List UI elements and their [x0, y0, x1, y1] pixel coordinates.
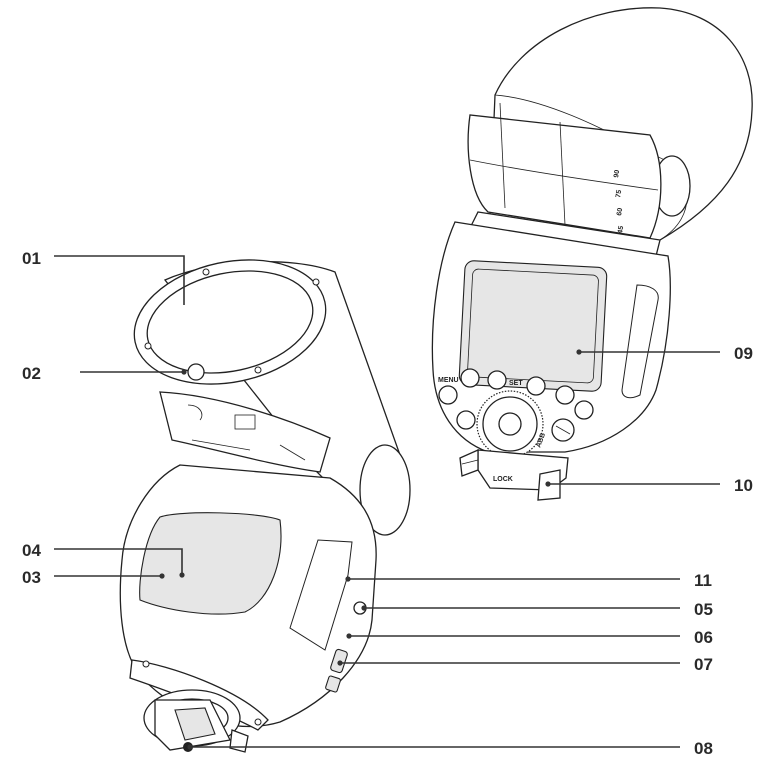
svg-text:08: 08 — [694, 739, 713, 758]
svg-text:75: 75 — [615, 189, 623, 198]
tilt-angle-scale: 90 75 60 45 — [613, 169, 625, 234]
focus-assist-led — [187, 363, 205, 381]
callout-09: 09 — [576, 344, 753, 363]
front-lens — [146, 270, 314, 374]
svg-text:03: 03 — [22, 568, 41, 587]
svg-text:01: 01 — [22, 249, 41, 268]
menu-label: MENU — [438, 377, 459, 384]
function-button-5[interactable] — [574, 400, 594, 420]
callout-08: 08 — [187, 739, 713, 758]
lock-label: LOCK — [493, 476, 513, 483]
svg-text:02: 02 — [22, 364, 41, 383]
svg-text:45: 45 — [617, 225, 625, 234]
svg-text:90: 90 — [613, 169, 621, 178]
control-dial[interactable] — [476, 390, 544, 458]
callout-11: 11 — [345, 571, 712, 590]
menu-button[interactable] — [438, 385, 458, 405]
callout-03: 03 — [22, 568, 165, 587]
svg-text:60: 60 — [616, 207, 624, 216]
svg-text:09: 09 — [734, 344, 753, 363]
function-button-2[interactable] — [487, 370, 507, 390]
hot-shoe-foot — [143, 689, 249, 753]
set-label: SET — [509, 380, 523, 387]
function-button-4[interactable] — [555, 385, 575, 405]
battery-door — [289, 539, 353, 651]
svg-text:10: 10 — [734, 476, 753, 495]
svg-text:04: 04 — [22, 541, 41, 560]
side-button[interactable] — [325, 675, 341, 693]
svg-text:07: 07 — [694, 655, 713, 674]
svg-text:11: 11 — [694, 571, 712, 590]
callout-02: 02 — [22, 364, 187, 383]
svg-text:05: 05 — [694, 600, 713, 619]
front-panel — [139, 512, 282, 615]
function-button-3[interactable] — [526, 376, 546, 396]
callout-04: 04 — [22, 541, 185, 578]
function-button-1[interactable] — [460, 368, 480, 388]
lcd-screen — [458, 260, 608, 392]
callout-01: 01 — [22, 249, 185, 305]
barrel-end-cap — [359, 444, 411, 536]
hot-shoe-lock[interactable]: LOCK — [459, 448, 569, 501]
light-button[interactable] — [456, 410, 476, 430]
callout-06: 06 — [346, 628, 713, 647]
front-flash-unit — [119, 259, 411, 753]
callout-10: 10 — [545, 476, 753, 495]
svg-text:06: 06 — [694, 628, 713, 647]
callout-05: 05 — [361, 600, 713, 619]
rear-flash-unit: 90 75 60 45 MENU SET ABB — [431, 7, 753, 501]
callout-07: 07 — [337, 655, 713, 674]
svg-text:ABB: ABB — [535, 432, 547, 449]
